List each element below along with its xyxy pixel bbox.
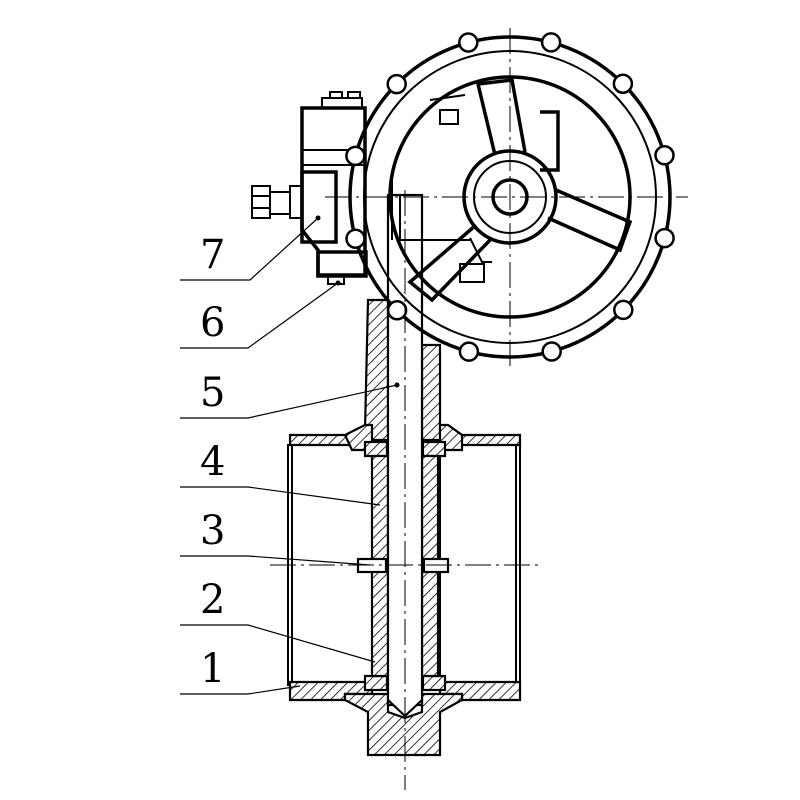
rim-scallop — [612, 73, 634, 94]
callout-4: 4 — [200, 439, 225, 485]
callout-1: 1 — [200, 646, 225, 692]
callout-2: 2 — [200, 577, 225, 623]
callout-labels: 7 6 5 4 3 2 1 — [200, 232, 225, 692]
callout-5: 5 — [200, 370, 225, 416]
rim-scallop — [458, 32, 479, 53]
rim-scallop — [654, 145, 675, 166]
rim-scallop — [613, 299, 634, 321]
leader-lines — [180, 217, 398, 695]
valve-body — [287, 298, 522, 757]
rim-scallop — [654, 227, 675, 249]
rim-scallop — [345, 145, 366, 167]
center-lines — [270, 28, 688, 790]
rim-scallop — [458, 341, 480, 362]
rim-scallop — [386, 300, 408, 321]
rim-scallop — [541, 341, 562, 362]
callout-7: 7 — [200, 232, 225, 278]
rim-scallop — [540, 32, 562, 53]
rim-scallop — [345, 228, 366, 249]
rim-scallop — [386, 73, 407, 95]
disc-and-seat — [356, 440, 450, 692]
callout-6: 6 — [200, 300, 225, 346]
callout-3: 3 — [200, 508, 225, 554]
